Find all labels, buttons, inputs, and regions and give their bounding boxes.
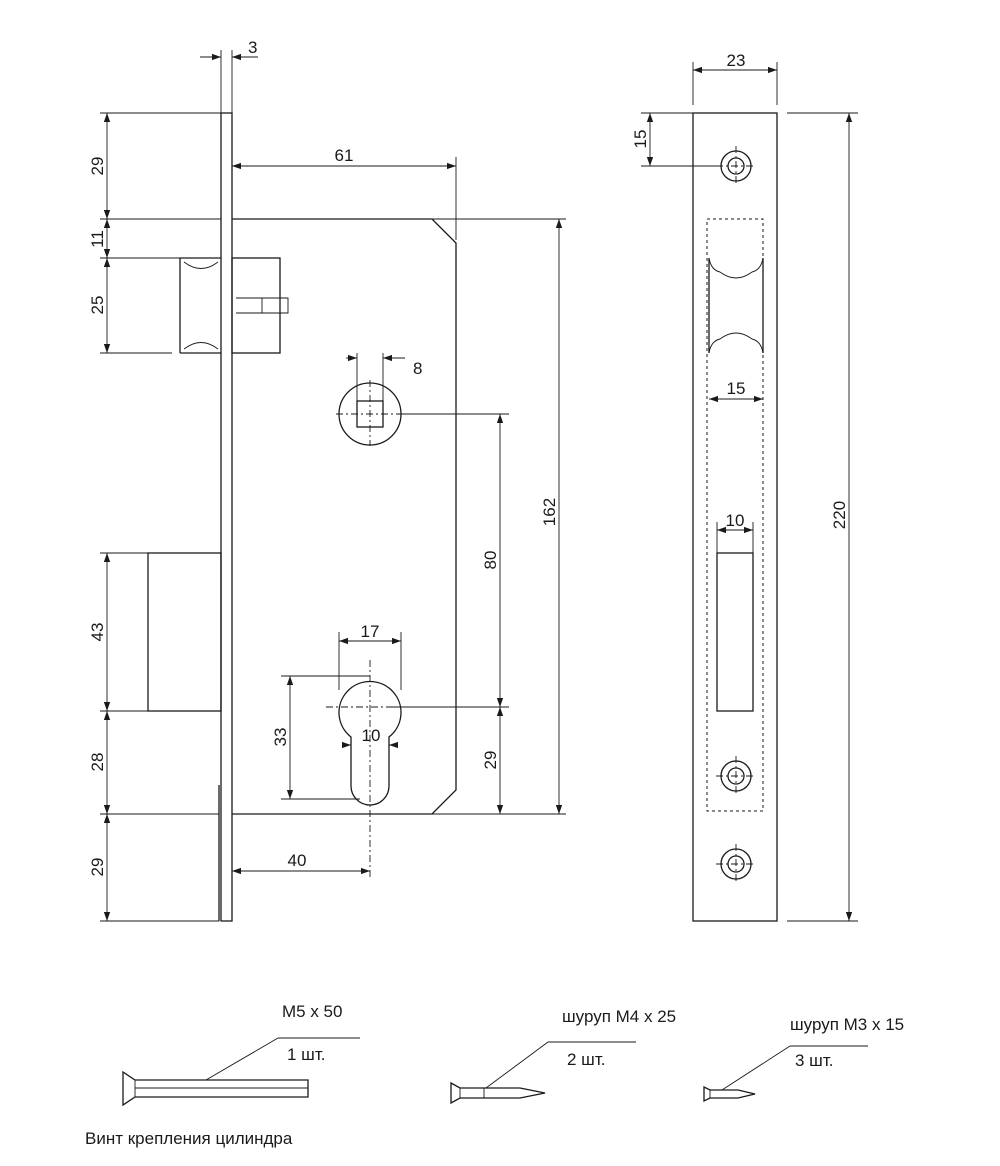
strike-plate xyxy=(692,112,778,922)
latch-window xyxy=(708,258,764,353)
dim-latch-window: 15 xyxy=(727,379,746,398)
dim-cylinder-width: 17 xyxy=(361,622,380,641)
dim-spindle-width: 8 xyxy=(413,359,422,378)
strike-dimensions: 23 15 15 10 220 xyxy=(631,51,858,922)
m3-spec: шуруп M3 x 15 xyxy=(790,1015,904,1034)
dim-cylinder-to-bottom: 29 xyxy=(481,751,500,770)
m3-qty: 3 шт. xyxy=(795,1051,833,1070)
dim-top-offset: 29 xyxy=(88,157,107,176)
cylinder-screw-caption: Винт крепления цилиндра xyxy=(85,1129,293,1148)
m4-spec: шуруп M4 x 25 xyxy=(562,1007,676,1026)
dim-cylinder-slot: 10 xyxy=(362,726,381,745)
strike-plate-view xyxy=(692,112,778,922)
m5-spec: M5 x 50 xyxy=(282,1002,342,1021)
dim-bolt-window: 10 xyxy=(726,511,745,530)
dim-bolt-to-bottom: 28 xyxy=(88,753,107,772)
dim-latch-height: 25 xyxy=(88,296,107,315)
m5-qty: 1 шт. xyxy=(287,1045,325,1064)
screw-hole-top xyxy=(716,146,756,186)
dim-body-gap: 11 xyxy=(88,230,107,248)
bolt-window xyxy=(716,552,754,712)
dim-strike-width: 23 xyxy=(727,51,746,70)
latch-inside xyxy=(231,257,281,354)
screw-hole-bottom xyxy=(716,844,756,884)
faceplate xyxy=(220,112,233,922)
dim-strike-length: 220 xyxy=(830,501,849,529)
dim-body-height: 162 xyxy=(540,498,559,526)
screw-m4: шуруп M4 x 25 2 шт. xyxy=(450,1007,676,1105)
screw-m3: шуруп M3 x 15 3 шт. xyxy=(703,1015,904,1103)
lock-body-view xyxy=(147,112,457,922)
screw-m5: M5 x 50 1 шт. xyxy=(122,1002,360,1107)
screw-hole-middle xyxy=(716,756,756,796)
dim-strike-hole-offset: 15 xyxy=(631,130,650,149)
dim-cylinder-height: 33 xyxy=(271,728,290,747)
lock-dimensions: 3 29 11 25 43 28 29 61 8 162 xyxy=(88,38,566,922)
dim-bottom-offset: 29 xyxy=(88,858,107,877)
dim-faceplate-thickness: 3 xyxy=(248,38,257,57)
lock-case xyxy=(232,218,457,815)
dim-body-depth: 61 xyxy=(335,146,354,165)
dim-backset: 40 xyxy=(288,851,307,870)
cylinder-cutout xyxy=(338,680,402,806)
m4-qty: 2 шт. xyxy=(567,1050,605,1069)
dim-bolt-height: 43 xyxy=(88,623,107,642)
latch-outside xyxy=(179,257,221,354)
deadbolt xyxy=(147,552,222,712)
dim-centre-distance: 80 xyxy=(481,551,500,570)
